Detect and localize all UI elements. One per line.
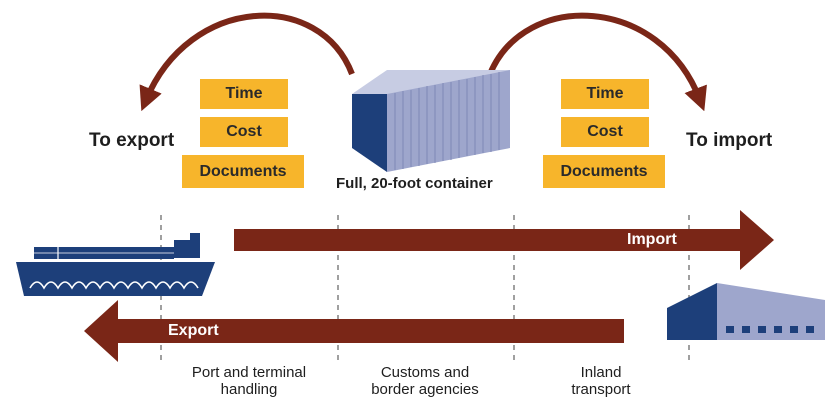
container-caption: Full, 20-foot container — [336, 175, 493, 192]
stage-label-port: Port and terminal handling — [174, 364, 324, 398]
stage-label-port-line1: Port and terminal — [191, 364, 307, 381]
to-export-heading: To export — [89, 130, 175, 151]
container-icon — [352, 70, 510, 172]
export-arrow-label: Export — [168, 322, 219, 339]
export-arrow — [84, 300, 624, 362]
stage-label-inland-line1: Inland — [580, 364, 622, 381]
import-arrow — [234, 210, 774, 270]
stage-label-inland: Inland transport — [526, 364, 676, 398]
stage-label-inland-line2: transport — [571, 381, 631, 398]
export-cost-box: Cost — [200, 117, 288, 147]
import-time-box: Time — [561, 79, 649, 109]
stage-label-port-line2: handling — [220, 381, 278, 398]
curved-arrow-to-import — [487, 12, 707, 112]
export-documents-box: Documents — [182, 155, 304, 188]
warehouse-icon — [667, 283, 825, 340]
to-import-heading: To import — [686, 130, 773, 151]
stage-label-customs-line1: Customs and — [380, 364, 470, 381]
import-documents-box: Documents — [543, 155, 665, 188]
stage-label-customs: Customs and border agencies — [350, 364, 500, 398]
export-time-box: Time — [200, 79, 288, 109]
ship-icon — [16, 233, 215, 296]
import-cost-box: Cost — [561, 117, 649, 147]
curved-arrow-to-export — [139, 12, 355, 112]
import-arrow-label: Import — [627, 231, 677, 248]
stage-label-customs-line2: border agencies — [371, 381, 479, 398]
